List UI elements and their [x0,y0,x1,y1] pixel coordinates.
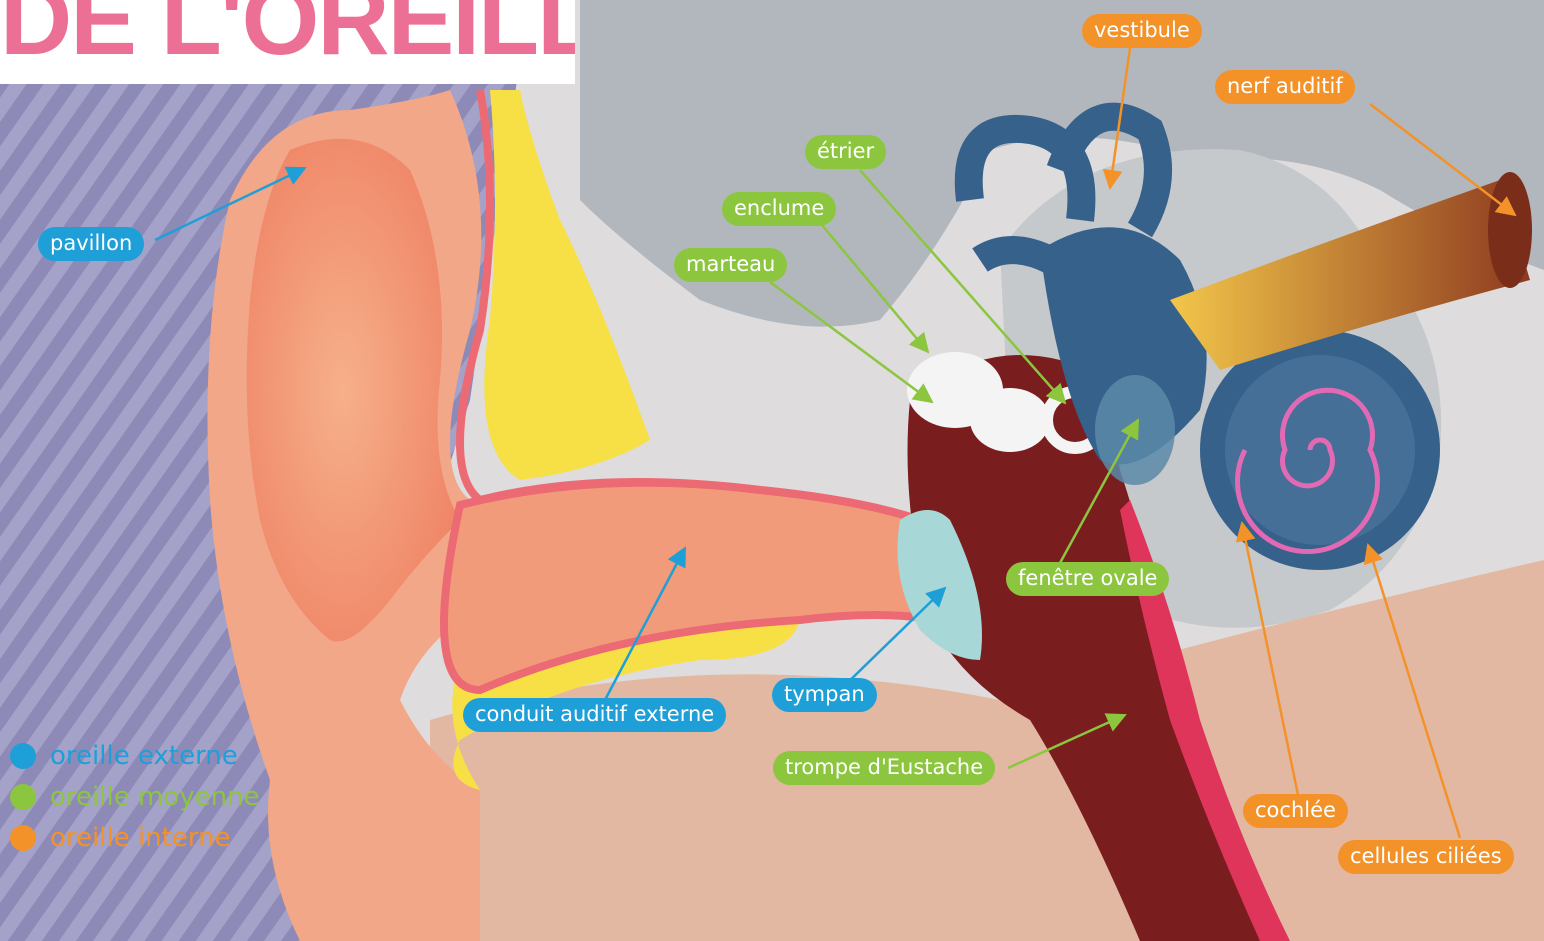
label-cochlee: cochlée [1243,794,1348,828]
legend-item-moyenne: oreille moyenne [10,776,260,817]
label-cellules-ciliees: cellules ciliées [1338,840,1514,874]
label-pavillon: pavillon [38,227,144,261]
label-marteau: marteau [674,248,787,282]
label-nerf-auditif: nerf auditif [1215,70,1355,104]
legend-item-interne: oreille interne [10,817,260,858]
enclume-bone [970,388,1050,452]
label-conduit-auditif-externe: conduit auditif externe [463,698,726,732]
legend-item-externe: oreille externe [10,735,260,776]
title-box: DE L'OREILLE [0,0,575,84]
fenetre-ovale-shape [1095,375,1175,485]
page-title: DE L'OREILLE [0,0,575,80]
legend-label-interne: oreille interne [50,823,231,853]
nerve-end [1488,172,1532,288]
legend-dot-interne [10,825,36,851]
cochlea-inner [1225,355,1415,545]
legend-dot-externe [10,743,36,769]
legend: oreille externe oreille moyenne oreille … [10,735,260,858]
label-tympan: tympan [772,678,877,712]
label-vestibule: vestibule [1082,14,1202,48]
legend-label-moyenne: oreille moyenne [50,782,260,812]
legend-label-externe: oreille externe [50,741,238,771]
label-etrier: étrier [805,135,886,169]
label-fenetre-ovale: fenêtre ovale [1006,562,1169,596]
label-trompe-eustache: trompe d'Eustache [773,751,995,785]
label-enclume: enclume [722,192,836,226]
legend-dot-moyenne [10,784,36,810]
